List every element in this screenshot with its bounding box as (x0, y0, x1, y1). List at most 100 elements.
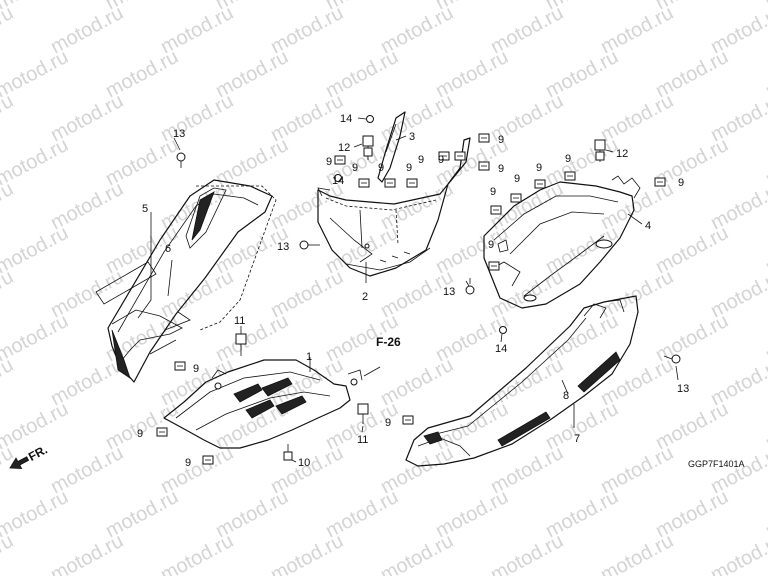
callout-9: 9 (326, 156, 332, 168)
watermark-text: motod.ru (487, 530, 567, 576)
leader-lines (137, 117, 679, 463)
callout-4: 4 (645, 220, 651, 232)
callouts: 1 2 3 4 5 6 7 8 9 9 9 9 9 9 9 9 9 9 9 9 … (137, 113, 689, 469)
callout-12: 12 (616, 148, 628, 160)
callout-9: 9 (438, 154, 444, 166)
watermark-text: motod.ru (0, 530, 17, 576)
callout-9: 9 (488, 239, 494, 251)
watermark-text: motod.ru (707, 530, 768, 576)
clip-nut-icon (510, 193, 522, 203)
callout-9: 9 (498, 134, 504, 146)
side-cover-right-lower-7 (405, 295, 639, 467)
bolt-11-icon (357, 403, 369, 424)
callout-14: 14 (495, 343, 507, 355)
callout-13: 13 (443, 286, 455, 298)
watermark-text: motod.ru (0, 90, 17, 146)
under-cover-1 (163, 359, 363, 449)
callout-5: 5 (142, 203, 148, 215)
center-cover-2 (317, 137, 471, 277)
callout-9: 9 (185, 457, 191, 469)
watermark-text: motod.ru (157, 530, 237, 576)
callout-11: 11 (357, 434, 368, 446)
screw-14-icon (334, 174, 342, 182)
callout-13: 13 (173, 128, 185, 140)
clip-nut-icon (202, 455, 214, 465)
watermark-text: motod.ru (0, 442, 17, 498)
clip-nut-icon (406, 178, 418, 188)
callout-9: 9 (498, 163, 504, 175)
clip-nut-icon (478, 161, 490, 171)
callout-9: 9 (490, 186, 496, 198)
clip-nut-icon (488, 261, 500, 271)
watermark-text: motod.ru (0, 486, 72, 542)
bolt-12-icon (362, 135, 374, 160)
callout-8: 8 (563, 390, 569, 402)
callout-9: 9 (514, 173, 520, 185)
front-direction-label: FR. (26, 442, 50, 463)
clip-nut-icon (174, 361, 186, 371)
side-cover-right-4 (483, 175, 641, 309)
callout-6: 6 (165, 243, 171, 255)
callout-9: 9 (137, 428, 143, 440)
reference-label: F-26 (376, 335, 401, 349)
watermark-text: motod.ru (0, 222, 72, 278)
fasteners (156, 115, 681, 465)
clip-nut-icon (384, 178, 396, 188)
callout-14: 14 (340, 113, 352, 125)
strip-part-3 (377, 111, 406, 183)
watermark-text: motod.ru (0, 178, 17, 234)
clip-nut-icon (334, 155, 346, 165)
diagram-code: GGP7F1401A (688, 459, 745, 469)
watermark-text: motod.ru (0, 134, 72, 190)
watermark-text: motod.ru (377, 530, 457, 576)
callout-3: 3 (409, 131, 415, 143)
clip-nut-icon (438, 151, 450, 161)
watermark-text: motod.ru (0, 2, 17, 58)
watermark-text: motod.ru (0, 266, 17, 322)
callout-9: 9 (678, 177, 684, 189)
watermark-text: motod.ru (267, 530, 347, 576)
callout-9: 9 (385, 417, 391, 429)
bolt-10-icon (283, 444, 293, 461)
callout-13: 13 (277, 241, 289, 253)
clip-nut-icon (478, 133, 490, 143)
clip-nut-icon (564, 171, 576, 181)
clip-nut-icon (654, 177, 666, 187)
callout-9: 9 (536, 162, 542, 174)
clip-nut-icon (358, 178, 370, 188)
callout-9: 9 (418, 154, 424, 166)
clip-nut-icon (534, 179, 546, 189)
callout-2: 2 (362, 291, 368, 303)
watermark-text: motod.ru (0, 46, 72, 102)
screw-14-icon (366, 115, 374, 123)
watermark-text: motod.ru (0, 354, 17, 410)
watermark-text: motod.ru (597, 530, 677, 576)
clip-nut-icon (156, 427, 168, 437)
callout-9: 9 (193, 363, 199, 375)
screw-13-icon (176, 152, 186, 168)
callout-9: 9 (565, 153, 571, 165)
watermark-text: motod.ru (47, 530, 127, 576)
callout-13: 13 (677, 383, 689, 395)
screw-13-icon (299, 240, 316, 250)
callout-14: 14 (332, 175, 344, 187)
screw-13-icon (465, 278, 475, 295)
side-cover-left (95, 179, 277, 383)
bolt-12-icon (594, 139, 606, 162)
callout-1: 1 (306, 351, 312, 363)
callout-9: 9 (378, 162, 384, 174)
callout-9: 9 (352, 162, 358, 174)
callout-11: 11 (234, 315, 245, 327)
callout-12: 12 (338, 142, 350, 154)
clip-nut-icon (490, 205, 502, 215)
clip-nut-icon (454, 151, 466, 161)
callout-10: 10 (298, 457, 310, 469)
watermark-text: motod.ru (0, 310, 72, 366)
clip-nuts (156, 133, 666, 465)
screw-14-icon (499, 326, 507, 334)
clip-nut-icon (402, 415, 414, 425)
screw-13-icon (663, 354, 681, 364)
